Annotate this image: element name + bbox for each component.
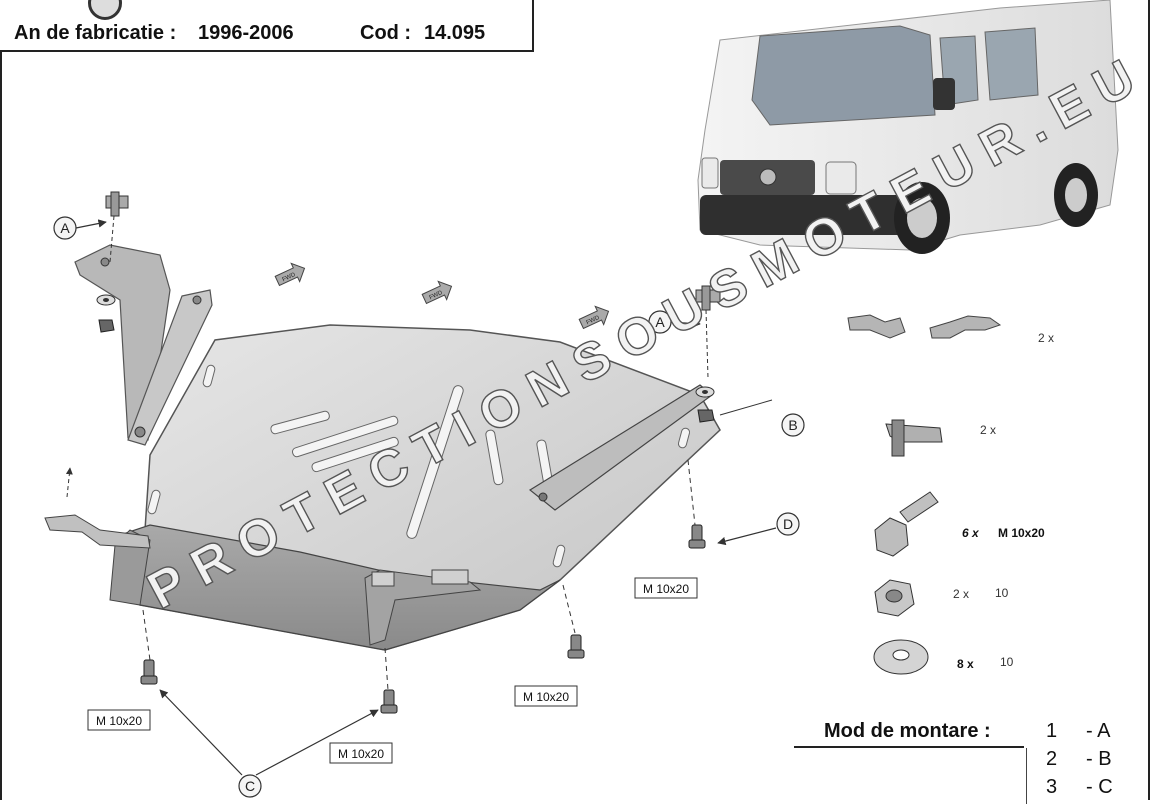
fwd-label-2: FWD [429,290,445,301]
mounting-row-num: 2 [1046,748,1058,770]
mounting-divider [1026,748,1027,804]
callout-a-left [53,216,77,240]
nut-qty: 2 x [953,587,969,601]
fwd-label-1: FWD [282,272,298,283]
nut-size: 10 [995,586,1009,600]
bolt-label-3: M 10x20 [523,690,569,704]
bracket-qty: 2 x [1038,331,1054,345]
callout-b [781,413,805,437]
mounting-row: 2 - B [1046,748,1112,771]
bolt-labels: M 10x20 M 10x20 M 10x20 M 10x20 [87,577,698,764]
callout-leaders [75,219,777,776]
year-label: An de fabricatie : [14,22,177,44]
mounting-title: Mod de montare : [824,720,991,742]
bolt-qty: 6 x [962,526,980,540]
bolt-size: M 10x20 [998,526,1045,540]
hardware-legend: 2 x 2 x 6 x M 10x20 2 x 10 8 x 10 [847,314,1054,675]
skid-plate [44,324,721,651]
bolt-label-4: M 10x20 [643,582,689,596]
callout-c [238,774,262,798]
callout-circles [53,216,805,798]
mounting-underline [794,746,1024,748]
header-box: An de fabricatie : 1996-2006 Cod : 14.09… [0,0,534,52]
callout-a-right [648,310,672,334]
left-bracket [65,191,213,498]
mounting-row-letter: - A [1086,720,1111,742]
mounting-row: 3 - C [1046,776,1113,799]
right-clip-a [695,285,773,423]
bolt-label-2: M 10x20 [338,747,384,761]
mounting-row-letter: - B [1086,748,1112,770]
fwd-arrows: FWD FWD FWD [274,262,610,330]
bolts [140,459,706,714]
callout-a-right-label: A [655,314,665,330]
mounting-row-letter: - C [1086,776,1113,798]
callout-c-label: C [245,778,255,794]
mounting-row-num: 1 [1046,720,1058,742]
code-value: 14.095 [424,22,486,44]
van-illustration [697,0,1119,254]
fwd-label-3: FWD [586,315,602,326]
callout-d-label: D [783,516,793,532]
bolt-label-1: M 10x20 [96,714,142,728]
year-value: 1996-2006 [198,22,294,44]
callout-a-left-label: A [60,220,70,236]
callout-b-label: B [788,417,797,433]
mounting-row: 1 - A [1046,720,1110,743]
mounting-row-num: 3 [1046,776,1058,798]
washer-size: 10 [1000,655,1014,669]
code-label: Cod : [360,22,412,44]
callout-d [776,512,800,536]
mounting-instructions: Mod de montare : 1 - A 2 - B 3 - C [790,718,1130,804]
clip-qty: 2 x [980,423,996,437]
washer-qty: 8 x [957,657,974,671]
